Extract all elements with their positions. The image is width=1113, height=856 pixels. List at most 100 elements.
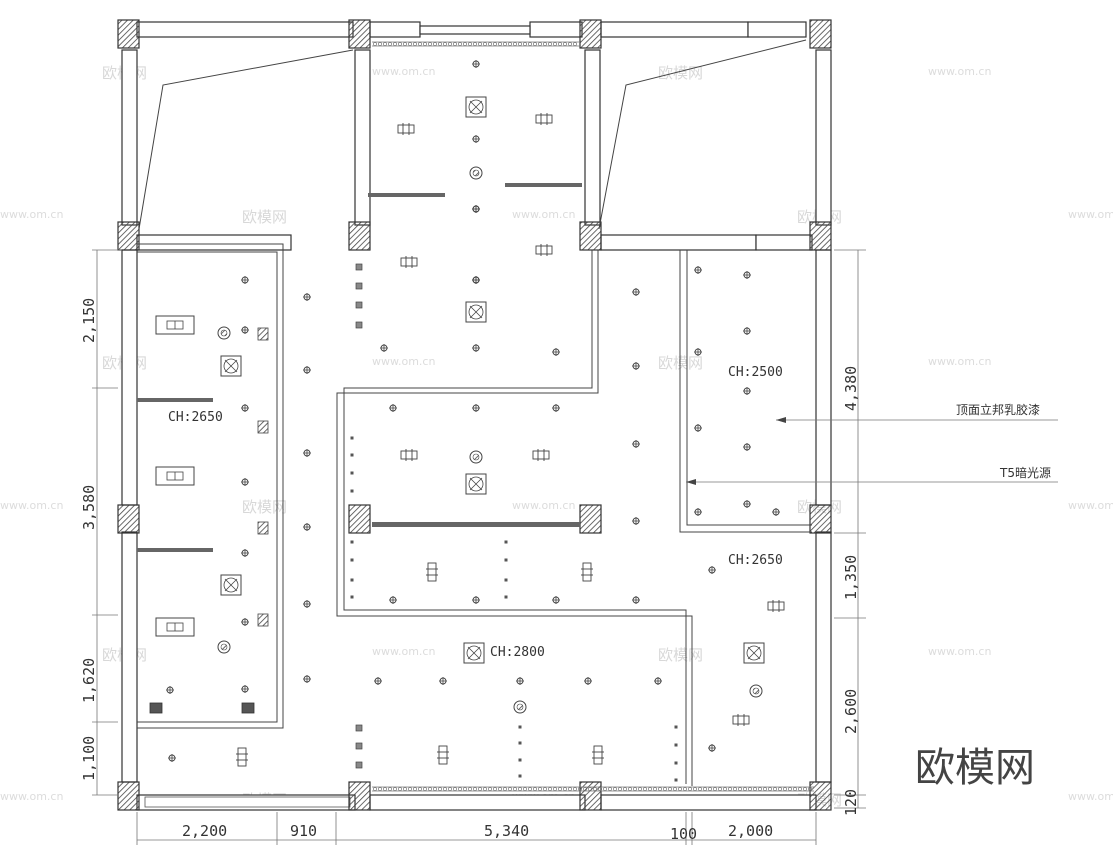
ceiling-outlines <box>137 243 812 786</box>
watermark-brand: 欧模网 <box>242 208 287 226</box>
downlight <box>472 344 480 352</box>
small-spot <box>350 471 354 475</box>
downlight <box>694 266 702 274</box>
small-spot <box>350 436 354 440</box>
downlight <box>743 387 751 395</box>
pendant-light-icon <box>469 166 483 180</box>
downlight <box>472 404 480 412</box>
downlight <box>632 517 640 525</box>
access-panel <box>257 420 269 434</box>
downlight <box>632 362 640 370</box>
access-panel <box>257 521 269 535</box>
small-spot <box>504 578 508 582</box>
watermark-url: www.om.cn <box>928 65 991 78</box>
downlight <box>516 677 524 685</box>
dim-bottom-3: 5,340 <box>484 822 529 840</box>
downlight <box>743 443 751 451</box>
grille-light-icon <box>535 113 553 125</box>
spot-light <box>355 282 363 290</box>
vent <box>241 702 255 714</box>
grille-light-icon <box>236 747 248 767</box>
watermark-url: www.om.cn <box>928 645 991 658</box>
exhaust-fan-icon <box>465 473 487 495</box>
watermark-brand: 欧模网 <box>658 354 703 372</box>
downlight <box>241 618 249 626</box>
column <box>579 19 602 49</box>
downlight <box>472 135 480 143</box>
downlight <box>241 326 249 334</box>
downlight <box>694 508 702 516</box>
leader-lines <box>686 417 1058 485</box>
pendant-light-icon <box>469 450 483 464</box>
downlight <box>472 276 480 284</box>
pendant-light-icon <box>513 700 527 714</box>
watermark-layer: 欧模网欧模网欧模网欧模网欧模网欧模网欧模网欧模网欧模网欧模网欧模网欧模网www.… <box>0 64 1113 809</box>
downlight <box>472 60 480 68</box>
small-spot <box>518 725 522 729</box>
downlight <box>168 754 176 762</box>
spot-light <box>355 742 363 750</box>
downlight <box>708 744 716 752</box>
downlight <box>708 566 716 574</box>
ch-right-lower: CH:2650 <box>728 553 783 568</box>
downlight <box>552 348 560 356</box>
small-spot <box>350 558 354 562</box>
watermark-url: www.om.cn <box>0 208 63 221</box>
downlight <box>694 348 702 356</box>
watermark-brand: 欧模网 <box>658 64 703 82</box>
light-troughs <box>137 183 582 552</box>
small-spot <box>518 741 522 745</box>
column <box>117 781 140 811</box>
brand-logo: 欧模网 <box>915 745 1035 791</box>
small-spot <box>504 558 508 562</box>
grille-light-icon <box>437 745 449 765</box>
ceiling-fixtures <box>149 60 785 782</box>
watermark-url: www.om.cn <box>372 355 435 368</box>
watermark-url: www.om.cn <box>512 208 575 221</box>
watermark-url: www.om.cn <box>372 645 435 658</box>
dim-left-2: 3,580 <box>80 485 98 530</box>
column <box>348 221 371 251</box>
dim-bottom-4: 100 <box>670 825 697 843</box>
watermark-url: www.om.cn <box>1068 499 1113 512</box>
dim-right-3: 2,600 <box>842 689 860 734</box>
column <box>348 19 371 49</box>
spot-light <box>355 321 363 329</box>
column <box>117 19 140 49</box>
exhaust-fan-icon <box>220 574 242 596</box>
downlight <box>303 366 311 374</box>
dim-right-1: 4,380 <box>842 366 860 411</box>
downlight <box>241 404 249 412</box>
exhaust-fan-icon <box>465 96 487 118</box>
downlight <box>303 523 311 531</box>
downlight <box>694 424 702 432</box>
grille-light-icon <box>592 745 604 765</box>
watermark-url: www.om.cn <box>372 65 435 78</box>
access-panel <box>257 613 269 627</box>
grille-light-icon <box>535 244 553 256</box>
watermark-url: www.om.cn <box>512 499 575 512</box>
downlight <box>303 675 311 683</box>
column <box>579 504 602 534</box>
column <box>117 504 140 534</box>
small-spot <box>350 540 354 544</box>
curtain-lines <box>372 41 814 792</box>
downlight <box>584 677 592 685</box>
downlight <box>303 600 311 608</box>
downlight <box>380 344 388 352</box>
structural-columns <box>117 19 832 811</box>
column <box>348 781 371 811</box>
pendant-light-icon <box>217 640 231 654</box>
column <box>809 504 832 534</box>
small-spot <box>350 578 354 582</box>
ch-left-room: CH:2650 <box>168 410 223 425</box>
downlight <box>472 596 480 604</box>
downlight <box>374 677 382 685</box>
column <box>809 781 832 811</box>
watermark-url: www.om.cn <box>1068 790 1113 803</box>
ch-right-upper: CH:2500 <box>728 365 783 380</box>
dim-left-1: 2,150 <box>80 298 98 343</box>
column <box>348 504 371 534</box>
downlight <box>654 677 662 685</box>
watermark-brand: 欧模网 <box>658 646 703 664</box>
